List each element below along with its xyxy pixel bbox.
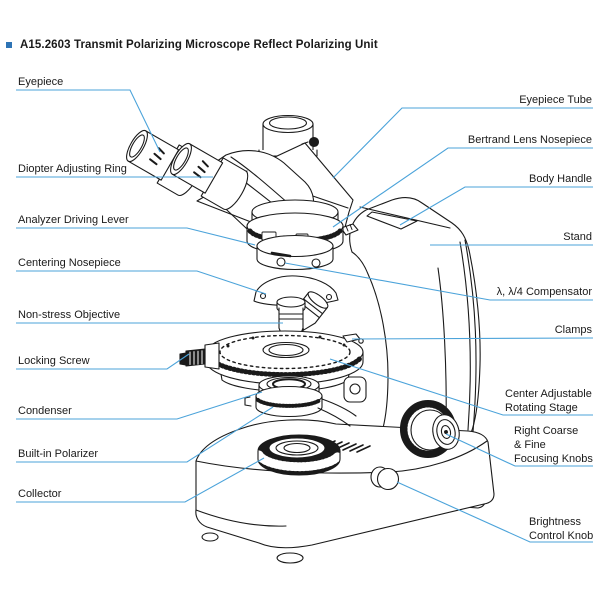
leader-rotating-stage [329, 358, 593, 416]
objective-drawing [276, 291, 329, 348]
leader-analyzer-driving-lever [16, 227, 256, 246]
leader-centering-nosepiece [16, 270, 267, 295]
label-eyepiece-tube: Eyepiece Tube [519, 94, 592, 106]
label-built-in-polarizer: Built-in Polarizer [18, 448, 99, 460]
leader-built-in-polarizer [16, 406, 274, 463]
leader-bertrand-lens-nosepiece [332, 147, 593, 228]
leader-eyepiece [16, 89, 161, 153]
title-text: A15.2603 Transmit Polarizing Microscope … [20, 39, 378, 51]
label-right-coarse-fine-focusing-knobs: Right Coarse & Fine Focusing Knobs [514, 425, 593, 465]
label-locking-screw: Locking Screw [18, 355, 90, 367]
page-title: A15.2603 Transmit Polarizing Microscope … [6, 39, 378, 51]
leader-compensator [284, 262, 593, 301]
label-centering-nosepiece: Centering Nosepiece [18, 257, 121, 269]
leader-body-handle [399, 186, 593, 226]
label-non-stress-objective: Non-stress Objective [18, 309, 121, 321]
brightness-knob-drawing [370, 466, 400, 491]
label-collector: Collector [18, 488, 62, 500]
focusing-knobs-drawing [399, 399, 460, 459]
label-center-adjustable-rotating-stage: Center Adjustable Rotating Stage [505, 388, 592, 414]
label-bertrand-lens-nosepiece: Bertrand Lens Nosepiece [467, 134, 592, 146]
label-condenser: Condenser [18, 405, 72, 417]
leader-locking-screw [16, 353, 190, 370]
label-analyzer-driving-lever: Analyzer Driving Lever [18, 214, 129, 226]
title-bullet-icon [6, 42, 12, 48]
leader-collector [16, 457, 265, 503]
label-stand: Stand [563, 231, 592, 243]
label-clamps: Clamps [554, 324, 592, 336]
label-eyepiece: Eyepiece [18, 76, 64, 88]
polarizer-drawing [244, 376, 367, 427]
eyepiece-tube-drawing [258, 114, 320, 157]
eyepiece-drawing [126, 129, 249, 211]
label-body-handle: Body Handle [529, 173, 592, 185]
collector-drawing [254, 434, 344, 476]
leader-focusing-knobs [445, 433, 593, 467]
leader-clamps [351, 337, 594, 340]
leader-brightness-control-knob [396, 481, 593, 543]
stand-drawing [349, 197, 481, 442]
label-compensator: λ, λ/4 Compensator [496, 286, 592, 298]
leader-lines [16, 89, 594, 543]
label-diopter-adjusting-ring: Diopter Adjusting Ring [18, 163, 127, 175]
label-brightness-control-knob: Brightness Control Knob [529, 516, 594, 542]
leader-eyepiece-tube [332, 107, 593, 179]
body-handle-drawing [366, 211, 418, 230]
base-drawing [195, 419, 495, 564]
leader-condenser [16, 391, 263, 420]
compensator-slot-drawing [256, 234, 334, 271]
